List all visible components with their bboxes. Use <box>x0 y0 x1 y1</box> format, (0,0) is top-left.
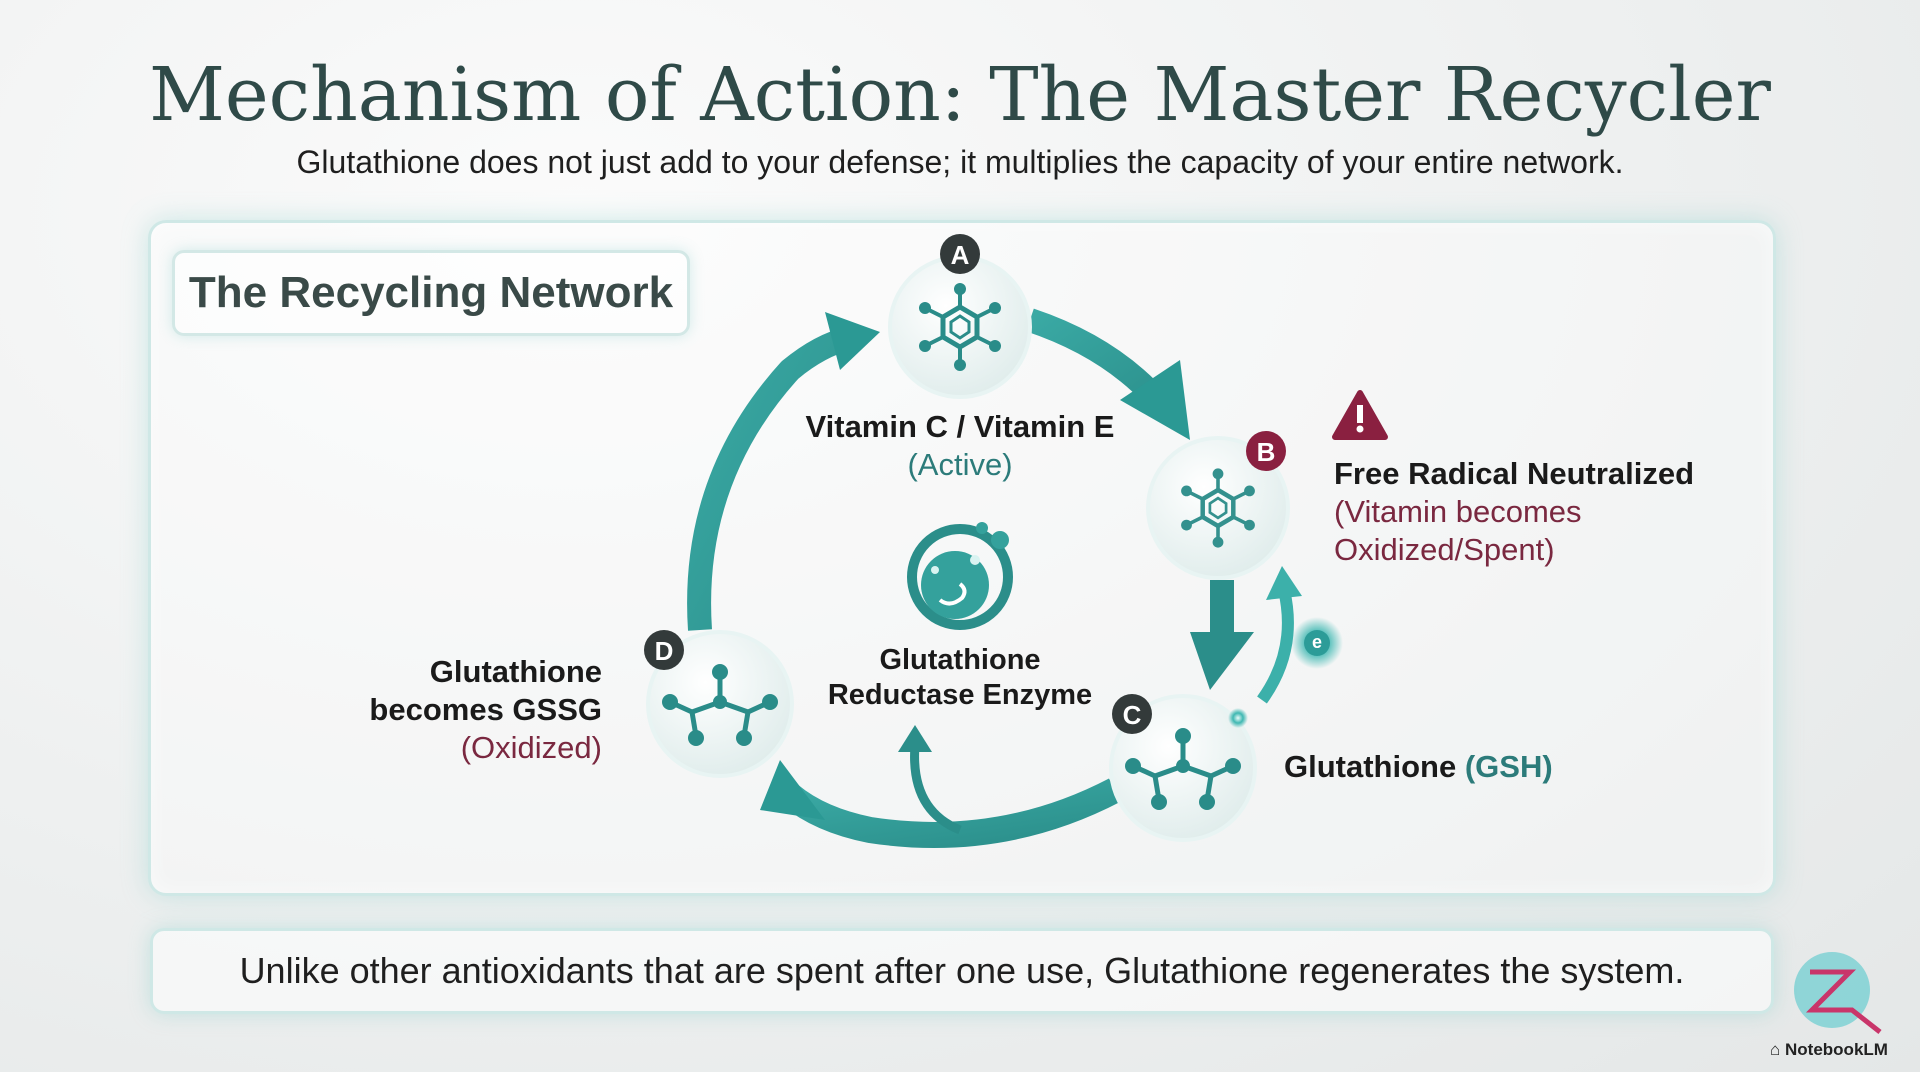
page-title: Mechanism of Action: The Master Recycler <box>149 52 1771 138</box>
electron-icon <box>1291 617 1343 669</box>
brand-name: NotebookLM <box>1785 1040 1888 1059</box>
arrow-c-to-b-return <box>1257 566 1302 704</box>
node-d-label-line1: Glutathione <box>429 654 602 689</box>
warning-triangle-icon <box>1332 390 1388 440</box>
node-b-status-line2: Oxidized/Spent) <box>1334 532 1555 567</box>
arrow-enzyme-feedback <box>898 725 962 835</box>
node-a-label-group: Vitamin C / Vitamin E (Active) <box>780 408 1140 484</box>
node-b-label-group: Free Radical Neutralized (Vitamin become… <box>1334 455 1774 569</box>
enzyme-label-line2: Reductase Enzyme <box>827 679 1093 711</box>
panel-title: The Recycling Network <box>172 250 690 336</box>
arrow-d-to-a <box>687 312 880 631</box>
z-logo-icon <box>1794 952 1882 1034</box>
node-b-status-line1: (Vitamin becomes <box>1334 494 1582 529</box>
node-d-label-line2: becomes GSSG <box>369 692 602 727</box>
notebooklm-icon: ⌂ <box>1770 1040 1781 1059</box>
notebooklm-branding: ⌂ NotebookLM <box>1770 1040 1888 1060</box>
badge-c: C <box>1122 700 1142 730</box>
node-b-neutralized <box>1146 431 1290 580</box>
node-c-status: (GSH) <box>1464 749 1553 784</box>
electron-label: e <box>1311 632 1322 652</box>
page-subtitle: Glutathione does not just add to your de… <box>296 144 1624 180</box>
node-a-label: Vitamin C / Vitamin E <box>805 409 1115 444</box>
node-a-status: (Active) <box>907 447 1013 482</box>
node-c-glutathione <box>1109 694 1257 842</box>
node-c-label: Glutathione <box>1284 749 1457 784</box>
arrow-c-to-d <box>760 760 1122 848</box>
badge-b: B <box>1256 437 1276 467</box>
enzyme-icon <box>907 522 1013 630</box>
enzyme-label-line1: Glutathione <box>879 644 1041 676</box>
enzyme-label-group: Glutathione Reductase Enzyme <box>800 643 1120 713</box>
badge-a: A <box>950 240 970 270</box>
node-d-label-group: Glutathione becomes GSSG (Oxidized) <box>290 653 602 767</box>
arrow-b-to-c <box>1190 580 1254 690</box>
badge-d: D <box>654 636 674 666</box>
arrow-a-to-b <box>1026 308 1190 440</box>
footer-callout: Unlike other antioxidants that are spent… <box>150 928 1774 1014</box>
node-d-status: (Oxidized) <box>460 730 602 765</box>
node-c-label-group: Glutathione (GSH) <box>1284 748 1704 786</box>
node-b-label: Free Radical Neutralized <box>1334 456 1695 491</box>
node-a-vitamin <box>888 234 1032 399</box>
node-d-gssg <box>644 630 794 778</box>
